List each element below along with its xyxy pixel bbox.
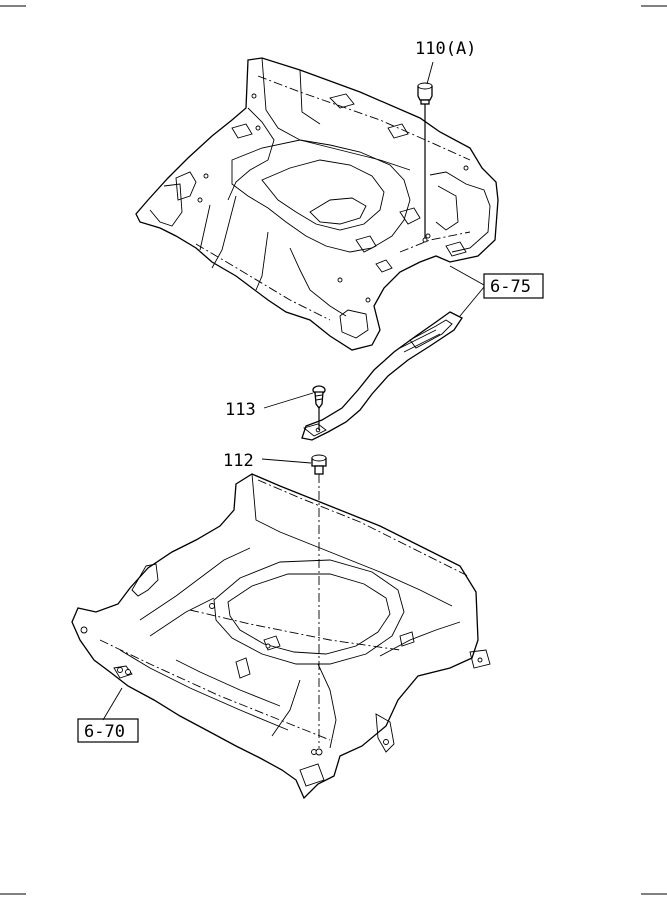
ref-box-6-70[interactable]: 6-70 [77,718,139,743]
bolt-112 [311,454,327,756]
crop-marks [0,5,667,895]
ref-box-6-75[interactable]: 6-75 [483,273,544,299]
screw-113 [312,385,326,430]
part-label-112: 112 [223,451,254,471]
leader-lines [102,61,485,721]
upper-floor-panel [135,57,499,351]
ref-label-6-75: 6-75 [490,277,531,297]
ref-label-6-70: 6-70 [84,722,125,742]
lower-floor-panel [71,473,491,800]
part-label-113: 113 [225,400,256,420]
cross-bracket [301,311,463,441]
part-label-110: 110(A) [415,39,476,59]
bolt-110 [417,82,433,243]
